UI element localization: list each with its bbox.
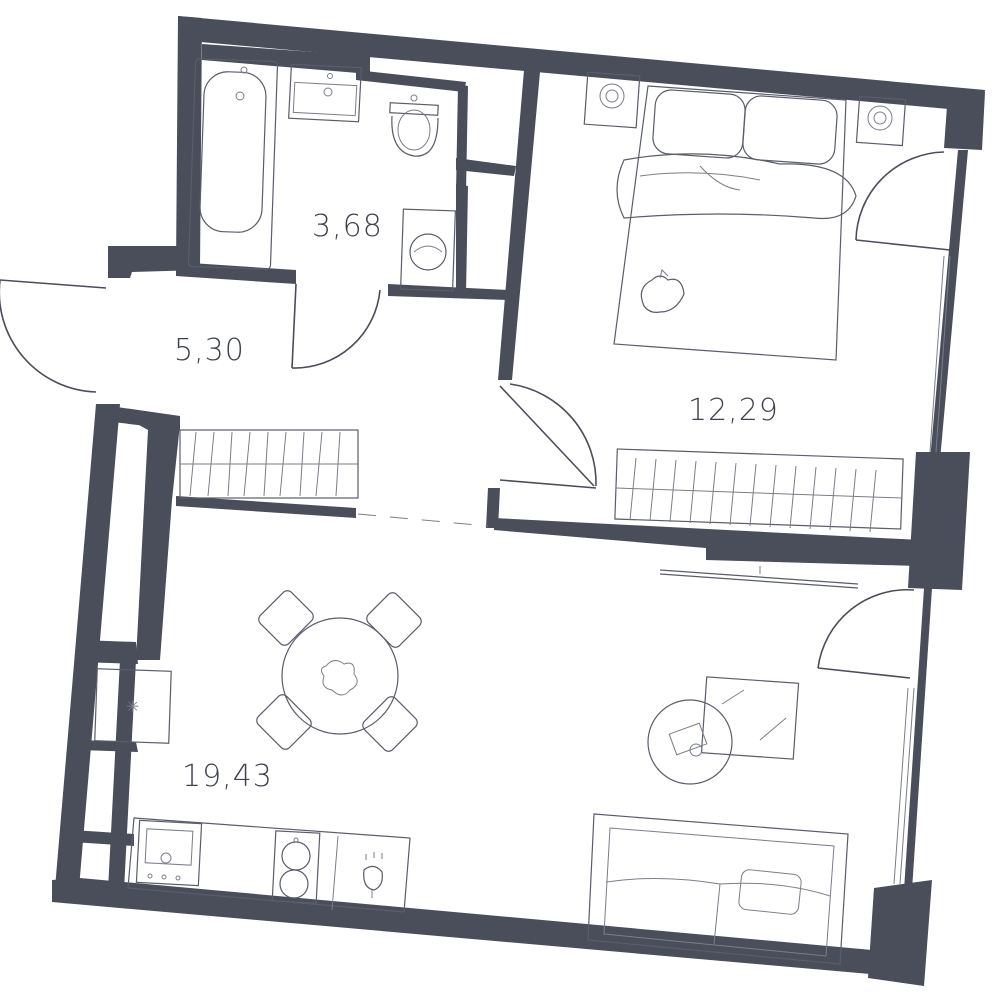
bathtub-icon xyxy=(187,58,279,270)
wardrobe-icon xyxy=(179,429,359,499)
doors xyxy=(0,151,951,885)
interior-walls xyxy=(176,44,540,528)
exterior-walls xyxy=(52,16,985,986)
sofa-icon xyxy=(587,813,849,965)
bathroom-area-label: 3,68 xyxy=(312,209,383,244)
nightstand-icon xyxy=(855,95,907,147)
fridge-icon: ✳ xyxy=(94,668,172,744)
dishwasher-icon xyxy=(331,835,383,911)
sink-icon xyxy=(288,63,362,123)
coffee-table-icon xyxy=(647,676,800,785)
stove-icon xyxy=(271,830,321,904)
chair-icon xyxy=(256,694,312,750)
wardrobe-icon xyxy=(614,448,904,533)
bed-icon xyxy=(613,85,857,361)
entrance-door xyxy=(0,279,107,393)
hallway: 5,30 xyxy=(174,333,359,499)
washing-machine-icon xyxy=(399,208,457,292)
svg-text:✳: ✳ xyxy=(126,697,139,716)
bedroom-balcony-door xyxy=(855,151,951,453)
kitchen-counter xyxy=(127,817,411,913)
kitchen-sink-icon xyxy=(135,819,203,887)
bathroom: 3,68 xyxy=(187,58,457,292)
nightstand-icon xyxy=(583,71,641,129)
bedroom: 12,29 xyxy=(583,71,907,533)
living-balcony-door xyxy=(817,588,915,885)
bathroom-door xyxy=(291,283,381,369)
chair-icon xyxy=(366,592,422,648)
bedroom-door xyxy=(499,383,597,489)
hallway-area-label: 5,30 xyxy=(174,333,245,368)
living-kitchen: ✳ xyxy=(94,566,859,965)
living-kitchen-area-label: 19,43 xyxy=(182,759,273,794)
toilet-icon xyxy=(389,94,439,157)
chair-icon xyxy=(362,696,418,752)
bedroom-area-label: 12,29 xyxy=(688,393,779,428)
tv-icon xyxy=(659,566,859,589)
chair-icon xyxy=(258,590,314,646)
cat-icon xyxy=(640,269,685,313)
dining-table-icon xyxy=(256,590,422,752)
